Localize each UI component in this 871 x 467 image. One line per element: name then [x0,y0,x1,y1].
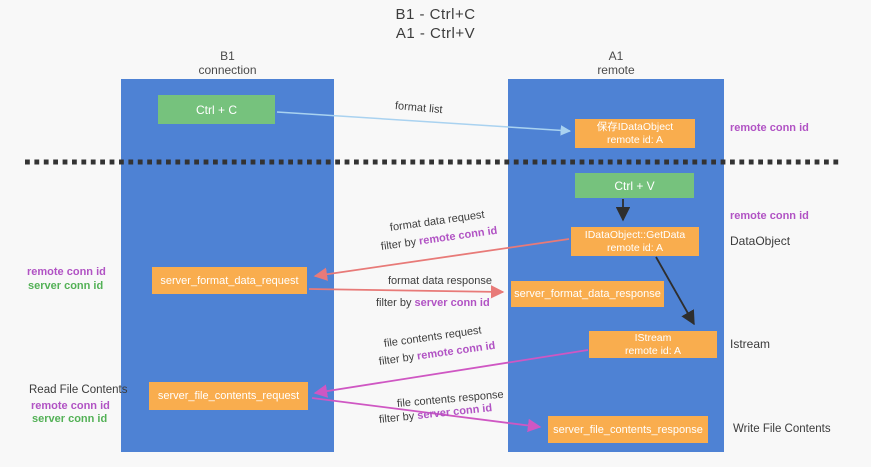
annotation-dataobject: DataObject [730,234,791,248]
annotation-remote-conn-id-top: remote conn id [730,122,809,134]
node-server-file-contents-response: server_file_contents_response [548,416,708,443]
annotation-left-remote-conn-id-1: remote conn id [27,266,106,278]
node-ctrl-v: Ctrl + V [575,173,694,198]
filter-by-text: filter by [378,410,418,426]
filter-by-text: filter by [376,297,415,309]
node-idataobject-getdata: IDataObject::GetData remote id: A [571,227,699,256]
node-server-format-data-response: server_format_data_response [511,281,664,307]
node-ctrl-c: Ctrl + C [158,95,275,124]
node-server-file-contents-response-label: server_file_contents_response [553,423,703,436]
node-server-file-contents-request-label: server_file_contents_request [157,390,300,402]
format-data-response-filter-label: filter by server conn id [376,297,490,309]
filter-by-text: filter by [378,350,418,368]
node-save-idataobject: 保存IDataObject remote id: A [575,119,695,148]
annotation-istream: Istream [730,337,771,351]
lane-left-name: B1 [220,49,235,63]
lane-right-role: remote [597,63,635,77]
lane-left-role: connection [198,63,257,77]
node-save-idataobject-line2: remote id: A [606,133,664,146]
node-server-file-contents-request: server_file_contents_request [149,382,308,410]
node-server-format-data-response-label: server_format_data_response [514,288,661,300]
lane-header-right: A1 remote [508,49,724,77]
node-idataobject-getdata-line2: remote id: A [606,241,664,254]
node-ctrl-v-label: Ctrl + V [614,178,655,193]
node-save-idataobject-line1: 保存IDataObject [596,120,674,133]
node-idataobject-getdata-line1: IDataObject::GetData [584,228,686,241]
lane-right-name: A1 [608,49,624,63]
node-istream-line2: remote id: A [624,344,682,357]
format-data-response-label: format data response [388,275,492,287]
node-istream: IStream remote id: A [589,331,717,358]
annotation-left-server-conn-id-1: server conn id [28,280,104,292]
format-list-label: format list [394,100,444,117]
annotation-left-remote-conn-id-2: remote conn id [31,400,110,412]
title-line-2: A1 - Ctrl+V [395,25,476,42]
annotation-left-server-conn-id-2: server conn id [32,413,108,425]
lane-header-left: B1 connection [121,49,334,77]
diagram-title: B1 - Ctrl+C A1 - Ctrl+V [0,5,871,43]
title-line-1: B1 - Ctrl+C [395,6,476,23]
format-data-response-arrow [308,285,505,299]
node-server-format-data-request: server_format_data_request [152,267,307,294]
annotation-write-file-contents: Write File Contents [733,423,831,435]
server-conn-id-text: server conn id [414,297,490,309]
filter-by-text: filter by [380,235,420,253]
annotation-remote-conn-id-mid: remote conn id [730,210,809,222]
node-istream-line1: IStream [634,331,672,344]
node-server-format-data-request-label: server_format_data_request [160,274,299,287]
node-ctrl-c-label: Ctrl + C [195,102,237,117]
annotation-read-file-contents: Read File Contents [29,384,128,396]
